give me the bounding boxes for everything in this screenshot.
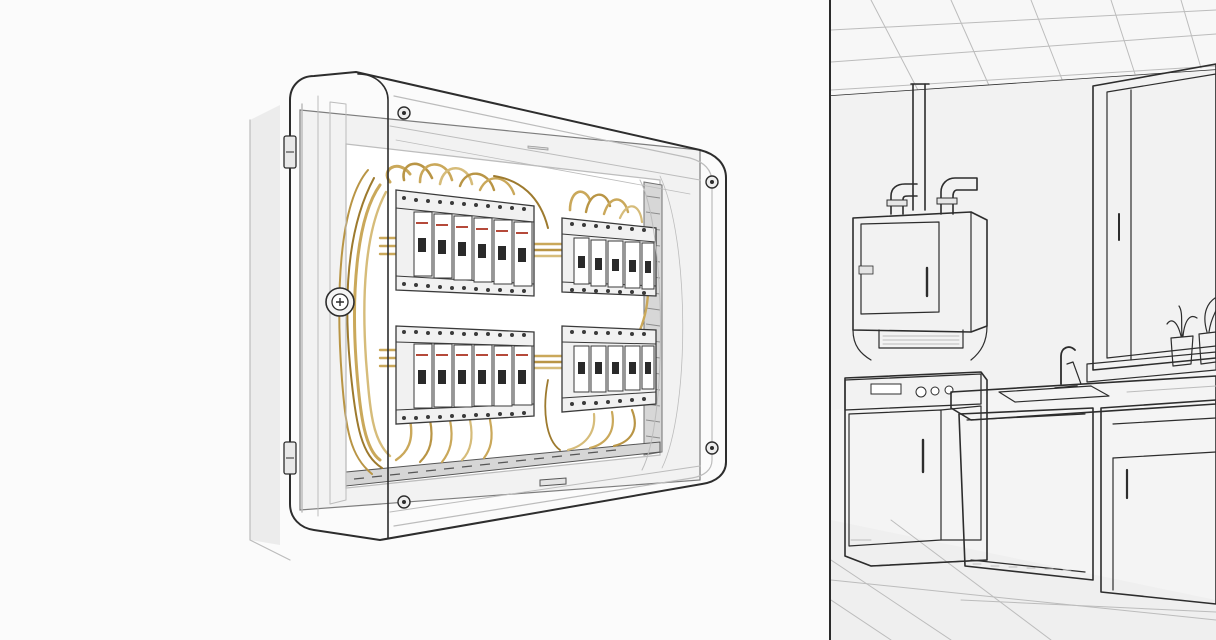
floor <box>831 519 1216 640</box>
plant-icon <box>1166 305 1198 367</box>
pipes <box>886 83 978 215</box>
vent-slats <box>643 181 663 456</box>
utility-room-panel <box>831 0 1216 640</box>
wall-shadow-edge <box>249 119 291 561</box>
dishwasher <box>958 407 1094 581</box>
transparent-cover <box>289 71 727 541</box>
back-wall <box>831 70 1216 410</box>
breaker-module-bottom-left <box>395 325 535 425</box>
boiler <box>852 211 988 361</box>
utility-room-svg <box>831 0 1216 640</box>
mounting-plate <box>345 143 661 489</box>
window <box>1086 63 1216 383</box>
wiring-left-bundle <box>338 162 549 475</box>
screw-icon <box>705 441 719 455</box>
breaker-module-top-right <box>561 217 657 297</box>
wall-shadow <box>250 105 280 545</box>
screw-icon <box>397 106 411 120</box>
screw-icon <box>705 175 719 189</box>
panel-divider <box>829 0 831 640</box>
hinge-top <box>283 135 297 169</box>
breaker-module-bottom-right <box>561 325 657 413</box>
wiring-links <box>378 236 564 464</box>
screw-icon <box>397 495 411 509</box>
lock-icon <box>325 287 355 317</box>
washing-machine <box>844 371 988 567</box>
distribution-board-svg <box>249 71 727 561</box>
hinge-bottom <box>283 441 297 475</box>
breaker-module-top-left <box>395 189 535 297</box>
distribution-board-panel <box>249 71 727 561</box>
lower-cabinet <box>1100 399 1216 605</box>
